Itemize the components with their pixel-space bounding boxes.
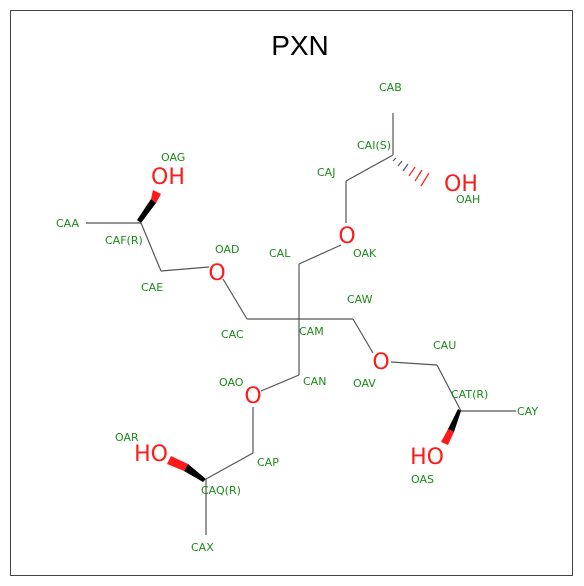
oxygen-oav: O [372,350,389,375]
molecule-title: PXN [271,30,329,61]
bond-oak-cal [298,244,342,265]
hydroxyl-oah: OH [444,172,478,197]
atom-label-cax: CAX [191,541,214,554]
hydroxyl-oas: HO [410,445,444,470]
molecule-viewer: PXN [10,10,573,576]
wedge-cat-oas [448,409,461,432]
atom-label-cat: CAT(R) [451,388,488,401]
bond-oad-cac [222,278,248,320]
bond-can-oao [260,374,300,392]
atom-label-cap: CAP [257,456,279,469]
atom-label-oao: OAO [219,376,244,389]
wedge-caq-oar-o [167,456,188,471]
bond-cau-cat [436,364,462,412]
atom-label-cae: CAE [141,281,163,294]
bond-cae-oad [160,266,210,272]
atom-label-caf: CAF(R) [105,234,143,247]
oxygen-oak: O [338,224,355,249]
atom-label-oah: OAH [456,193,480,206]
bond-cai-caj [345,154,394,182]
atom-label-oag: OAG [161,151,185,164]
wedge-caq-oar [184,464,206,482]
hydroxyl-oar: HO [134,442,168,467]
atom-label-caw: CAW [347,293,373,306]
atom-label-caq: CAQ(R) [201,484,241,497]
oxygen-oao: O [244,384,261,409]
bond-caw-oav [352,318,374,354]
atom-label-caj: CAJ [317,166,335,179]
atom-label-can: CAN [303,375,326,388]
bond-caf-cae [140,222,162,272]
atom-label-cau: CAU [433,339,456,352]
atom-label-cay: CAY [517,405,538,418]
atom-label-oad: OAD [215,243,239,256]
atom-labels: CAB CAI(S) CAJ OAH OAK OAG CAA CAF(R) OA… [56,81,538,554]
atom-label-oas: OAS [411,473,434,486]
atom-label-cac: CAC [221,328,244,341]
atom-label-oak: OAK [353,247,377,260]
atom-label-cab: CAB [379,81,402,94]
atom-label-oav: OAV [353,377,376,390]
hydroxyl-oag: OH [151,165,185,190]
wedge-caf-oag-o [151,190,161,203]
atom-label-oar: OAR [115,431,139,444]
atom-label-cai: CAI(S) [357,139,391,152]
wedge-cat-oas-o [441,429,454,445]
wedge-caf-oag [137,199,156,223]
atom-label-cal: CAL [269,247,291,260]
bond-cap-caq [205,452,254,480]
atom-label-caa: CAA [56,217,80,230]
oxygen-atoms: O O O O OH OH HO HO [134,165,478,470]
hashed-bond-cai-oah [392,157,430,187]
molecule-diagram: PXN [56,30,538,554]
bonds [86,113,516,535]
atom-label-cam: CAM [299,325,324,338]
stereo-bonds [137,157,461,482]
bond-oav-cau [390,361,438,366]
oxygen-oad: O [208,261,225,286]
